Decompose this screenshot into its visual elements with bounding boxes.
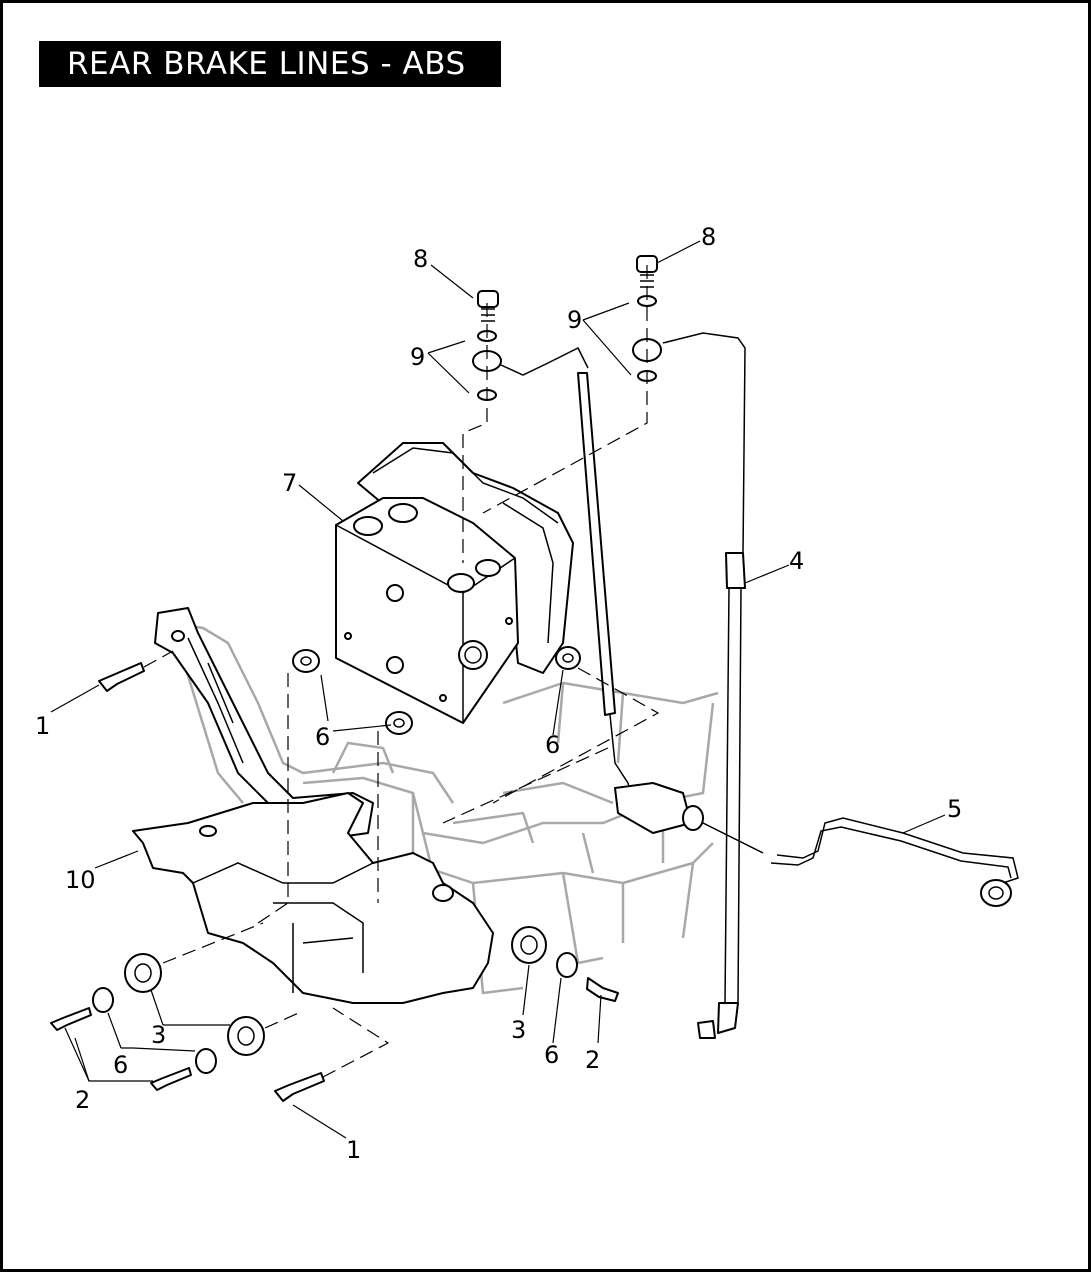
brake-line-item-4 — [662, 332, 746, 1039]
callout-6-lower-left: 6 — [113, 1051, 128, 1079]
brake-line-middle — [577, 372, 764, 854]
callout-9-left: 9 — [410, 343, 425, 371]
callout-9-right: 9 — [567, 306, 582, 334]
callout-2-right: 2 — [585, 1046, 600, 1074]
callout-1-left: 1 — [35, 712, 50, 740]
callout-3-left: 3 — [151, 1021, 166, 1049]
callout-numbers: 1 1 2 2 3 3 4 5 6 6 6 6 7 8 8 9 9 10 — [35, 223, 962, 1164]
leader-lines — [50, 240, 946, 1139]
assembly-centerlines — [143, 265, 660, 1078]
callout-6-upper-right: 6 — [545, 731, 560, 759]
callout-3-right: 3 — [511, 1016, 526, 1044]
abs-module — [335, 442, 574, 724]
callout-8-right: 8 — [701, 223, 716, 251]
exploded-view-drawing: 1 1 2 2 3 3 4 5 6 6 6 6 7 8 8 9 9 10 — [35, 223, 1019, 1164]
abs-mounting-bracket — [132, 607, 494, 1004]
callout-6-upper-left: 6 — [315, 723, 330, 751]
callout-5: 5 — [947, 795, 962, 823]
callout-7: 7 — [282, 469, 297, 497]
banjo-assembly-left — [472, 290, 589, 401]
grommets-upper — [292, 646, 581, 735]
callout-10: 10 — [65, 866, 96, 894]
callout-1-bottom: 1 — [346, 1136, 361, 1164]
diagram-title: REAR BRAKE LINES - ABS — [39, 41, 501, 87]
callout-6-lower-right: 6 — [544, 1041, 559, 1069]
callout-2-left: 2 — [75, 1086, 90, 1114]
callout-4: 4 — [789, 547, 804, 575]
lower-hardware — [50, 662, 619, 1102]
callout-8-left: 8 — [413, 245, 428, 273]
brake-line-item-5 — [770, 817, 1019, 907]
